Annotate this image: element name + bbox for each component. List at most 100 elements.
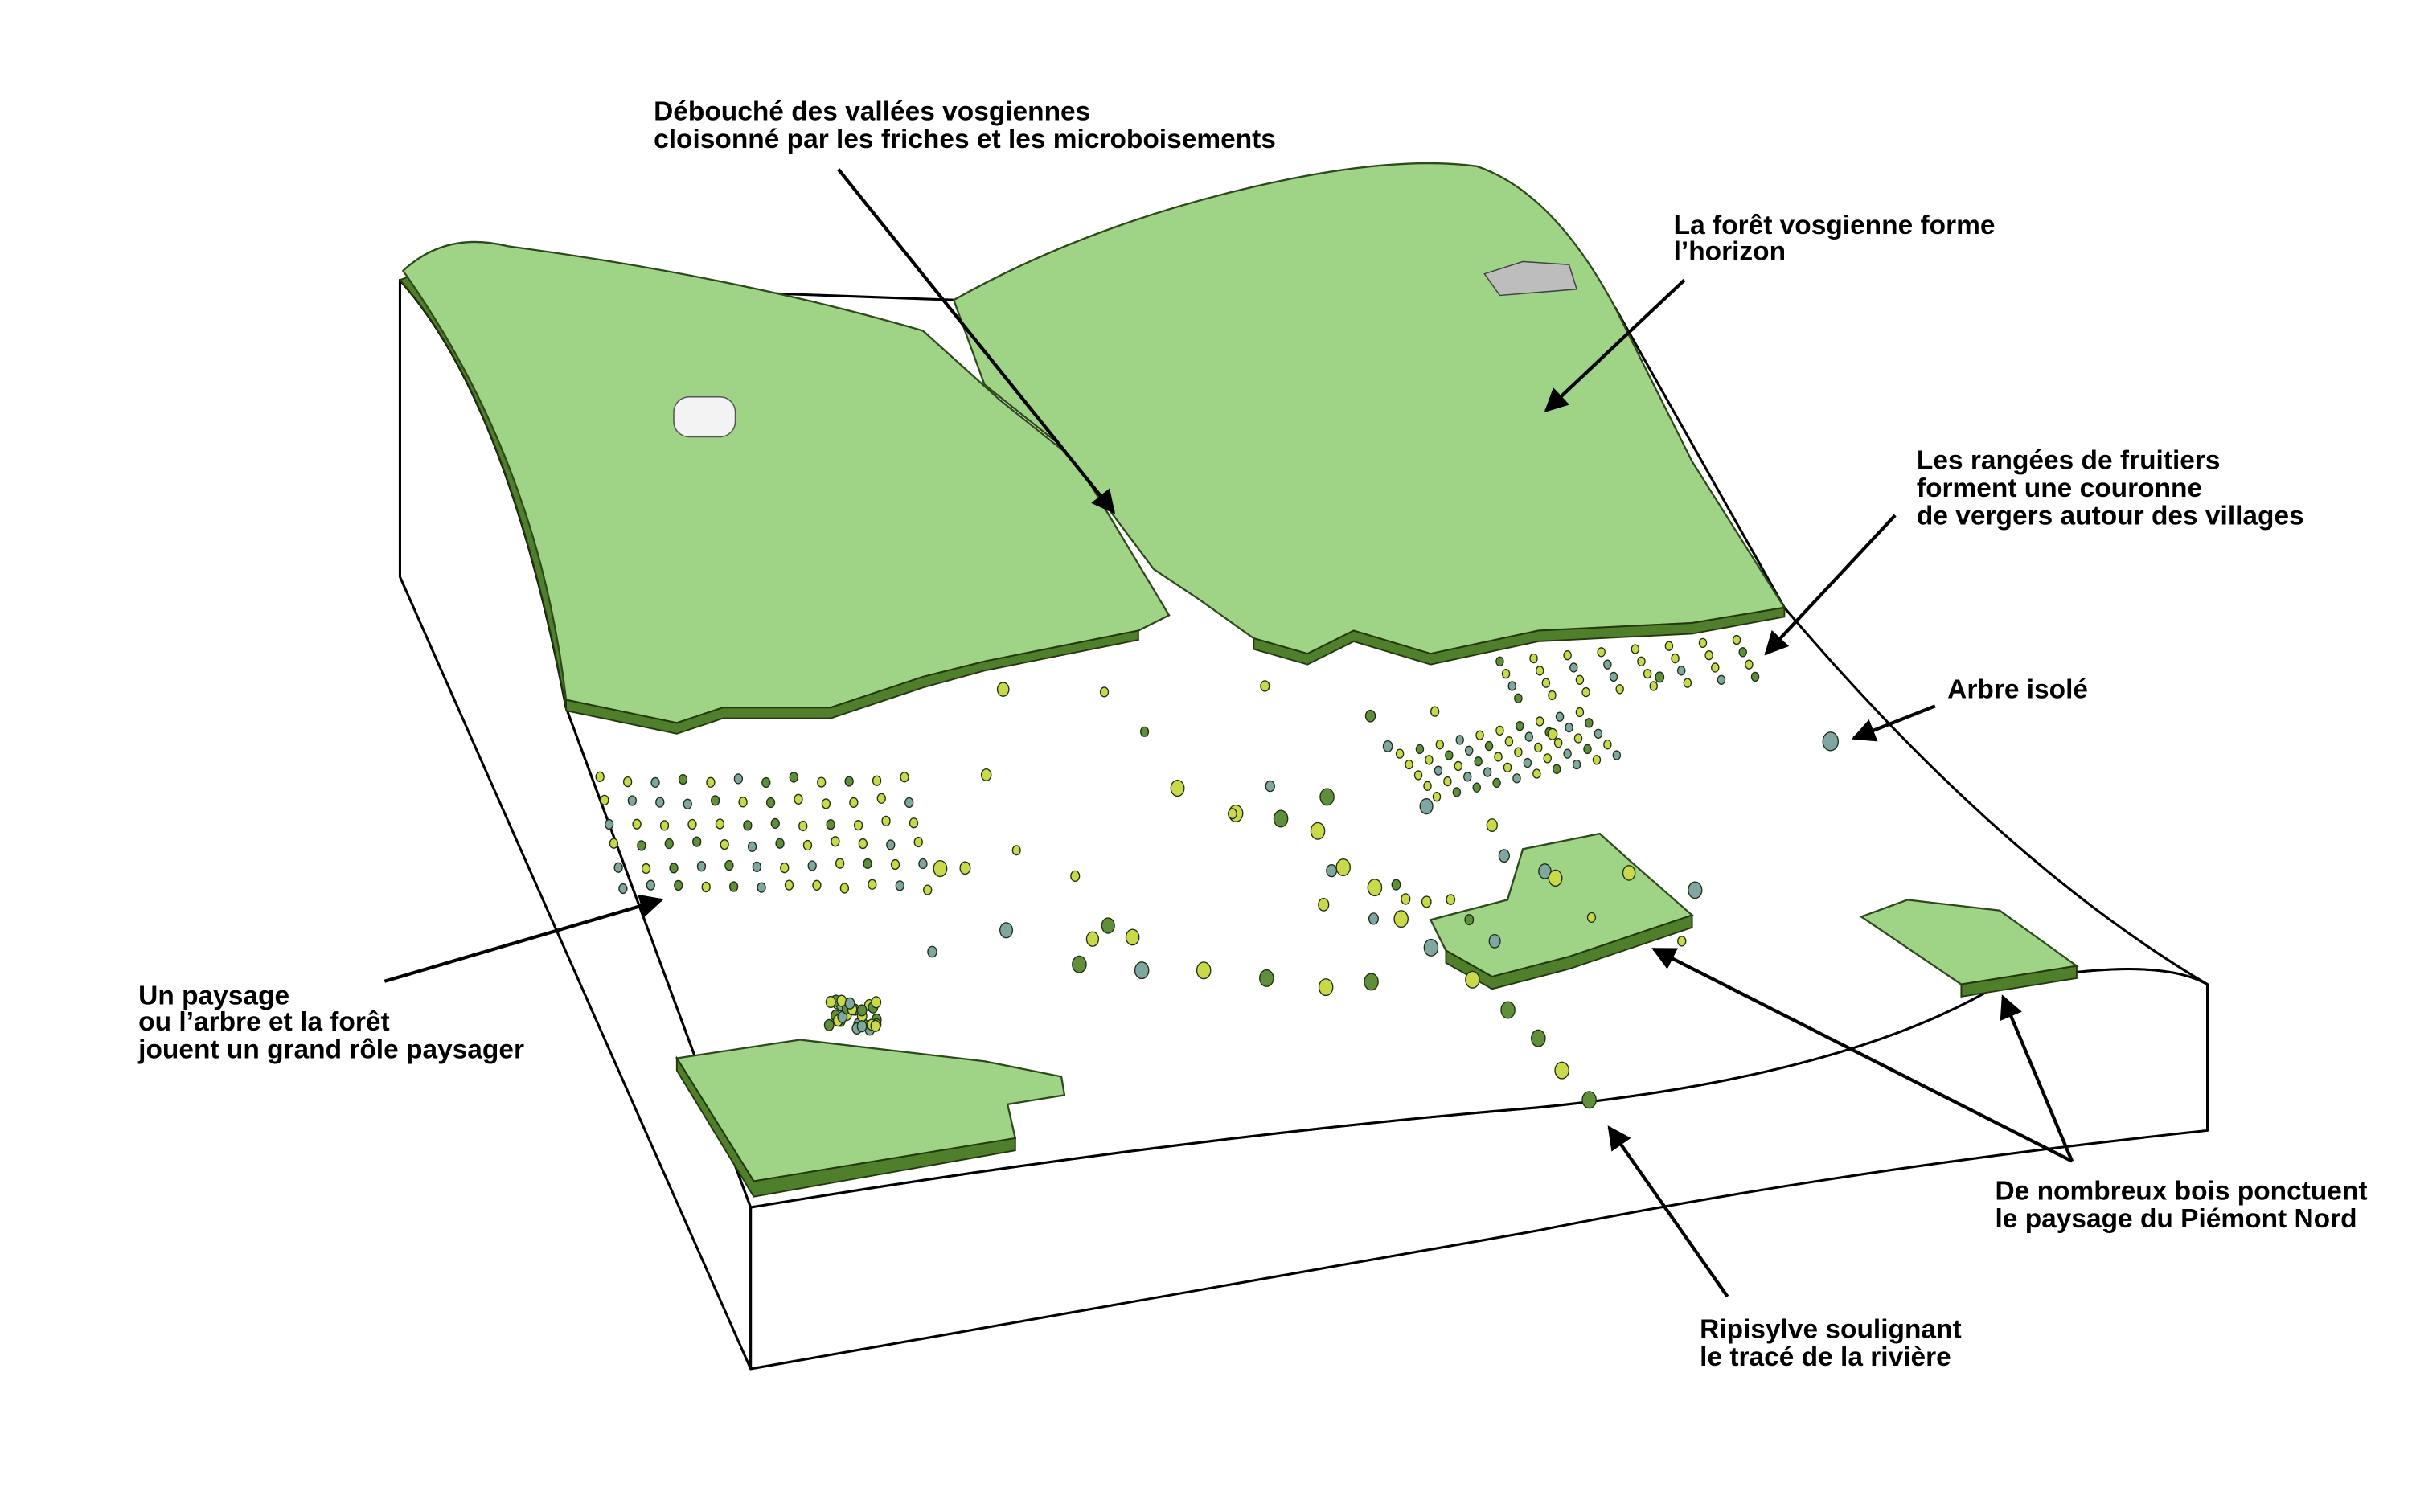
label-line: La forêt vosgienne forme [1674, 211, 1996, 240]
tree [1072, 955, 1087, 973]
tree [1500, 1001, 1516, 1019]
tree [1677, 936, 1687, 947]
tree [1011, 845, 1021, 856]
tree [1548, 869, 1563, 887]
tree [1597, 647, 1606, 658]
tree [1631, 644, 1640, 654]
tree [1565, 722, 1573, 733]
tree [650, 776, 660, 789]
tree [1534, 742, 1543, 753]
tree [655, 797, 665, 808]
tree [696, 861, 707, 872]
annotation-ripisylve: Ripisylve soulignant le tracé de la rivi… [1607, 1125, 1962, 1372]
tree [1101, 917, 1115, 934]
tree [844, 776, 854, 787]
tree [823, 1018, 835, 1031]
wood-bottom-left [675, 1039, 1066, 1198]
tree [1415, 744, 1425, 755]
arrow [2000, 994, 2074, 1162]
tree [839, 883, 850, 894]
tree [1514, 747, 1523, 757]
tree [618, 883, 628, 895]
tree [996, 682, 1010, 697]
tree [1391, 879, 1401, 891]
label-line: forment une couronne [1917, 473, 2202, 503]
tree [1581, 1091, 1597, 1109]
tree [1446, 894, 1456, 905]
tree [923, 884, 933, 895]
tree [1508, 681, 1517, 691]
tree [1547, 727, 1558, 740]
tree [1698, 637, 1708, 649]
tree [1543, 753, 1553, 764]
tree [1085, 931, 1100, 947]
tree [1488, 933, 1501, 949]
tree [1170, 779, 1185, 797]
tree [876, 793, 886, 804]
tree [1259, 969, 1274, 987]
label-line: Arbre isolé [1947, 675, 2088, 705]
tree [683, 798, 692, 809]
tree [868, 879, 877, 890]
tree [1454, 760, 1463, 772]
tree [1367, 879, 1383, 897]
tree [733, 773, 744, 785]
tree [1335, 858, 1352, 877]
tree [659, 820, 670, 831]
tree [1532, 768, 1541, 779]
tree [918, 858, 928, 870]
tree [1423, 938, 1439, 957]
tree [1434, 765, 1443, 776]
tree [794, 793, 803, 805]
tree [632, 818, 642, 830]
tree [812, 879, 822, 891]
tree [1563, 650, 1572, 661]
tree [1822, 731, 1840, 752]
tree [1196, 961, 1212, 980]
tree [641, 863, 651, 875]
tree [646, 879, 655, 891]
tree [1683, 678, 1692, 688]
tree [913, 836, 923, 848]
tree [1140, 726, 1150, 737]
tree [780, 862, 790, 874]
tree [1452, 787, 1462, 797]
tree [1070, 870, 1081, 882]
right-mountain-forest [952, 162, 1786, 666]
tree [605, 818, 614, 830]
tree [1512, 773, 1521, 784]
tree [1462, 772, 1472, 782]
tree [1649, 681, 1659, 691]
tree [678, 773, 688, 785]
tree [999, 922, 1014, 939]
tree [1364, 709, 1376, 723]
tree [1326, 863, 1338, 878]
arrow [1544, 278, 1686, 412]
tree [881, 815, 891, 826]
tree [1553, 738, 1563, 748]
tree [1516, 721, 1524, 731]
tree [1443, 776, 1452, 787]
tree [613, 862, 623, 873]
label-line: le tracé de la rivière [1700, 1342, 1951, 1372]
tree [724, 859, 734, 871]
tree [775, 838, 785, 849]
tree [1581, 686, 1590, 698]
arrow [1851, 704, 1936, 742]
tree [1563, 748, 1572, 759]
annotation-arbre: Arbre isolé [1851, 675, 2088, 742]
tree [1501, 668, 1511, 679]
annotation-debouche: Débouché des vallées vosgiennes cloisonn… [654, 96, 1276, 514]
tree [1583, 744, 1592, 755]
tree [1555, 711, 1565, 722]
tree [687, 818, 697, 830]
tree [831, 836, 840, 847]
tree [1612, 750, 1622, 760]
tree [664, 838, 674, 850]
tree [1504, 736, 1514, 747]
arrow [1651, 947, 2074, 1163]
tree [1484, 740, 1494, 752]
tree [886, 839, 896, 850]
tree [757, 882, 766, 893]
tree [1364, 973, 1379, 991]
